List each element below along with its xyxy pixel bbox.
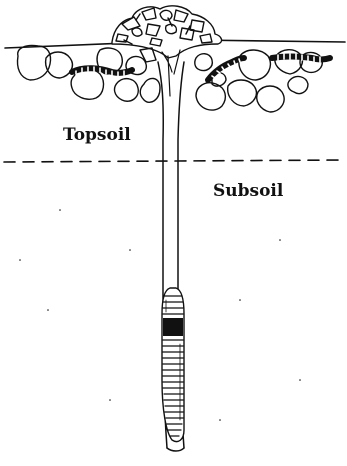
small-earthworm-right-2	[272, 57, 330, 60]
soil-horizon-dashed-line	[4, 160, 345, 162]
soil-specks	[19, 209, 301, 421]
topsoil-aggregates-right	[195, 50, 330, 112]
earthworm-in-burrow	[162, 288, 184, 442]
burrow-bottom	[167, 448, 184, 451]
earthworm-clitellum	[163, 318, 183, 336]
small-earthworm-left	[72, 68, 132, 73]
surface-cast-pile	[112, 6, 222, 58]
topsoil-label: Topsoil	[63, 127, 131, 144]
topsoil-aggregates-left	[18, 45, 161, 102]
subsoil-label: Subsoil	[213, 183, 283, 200]
